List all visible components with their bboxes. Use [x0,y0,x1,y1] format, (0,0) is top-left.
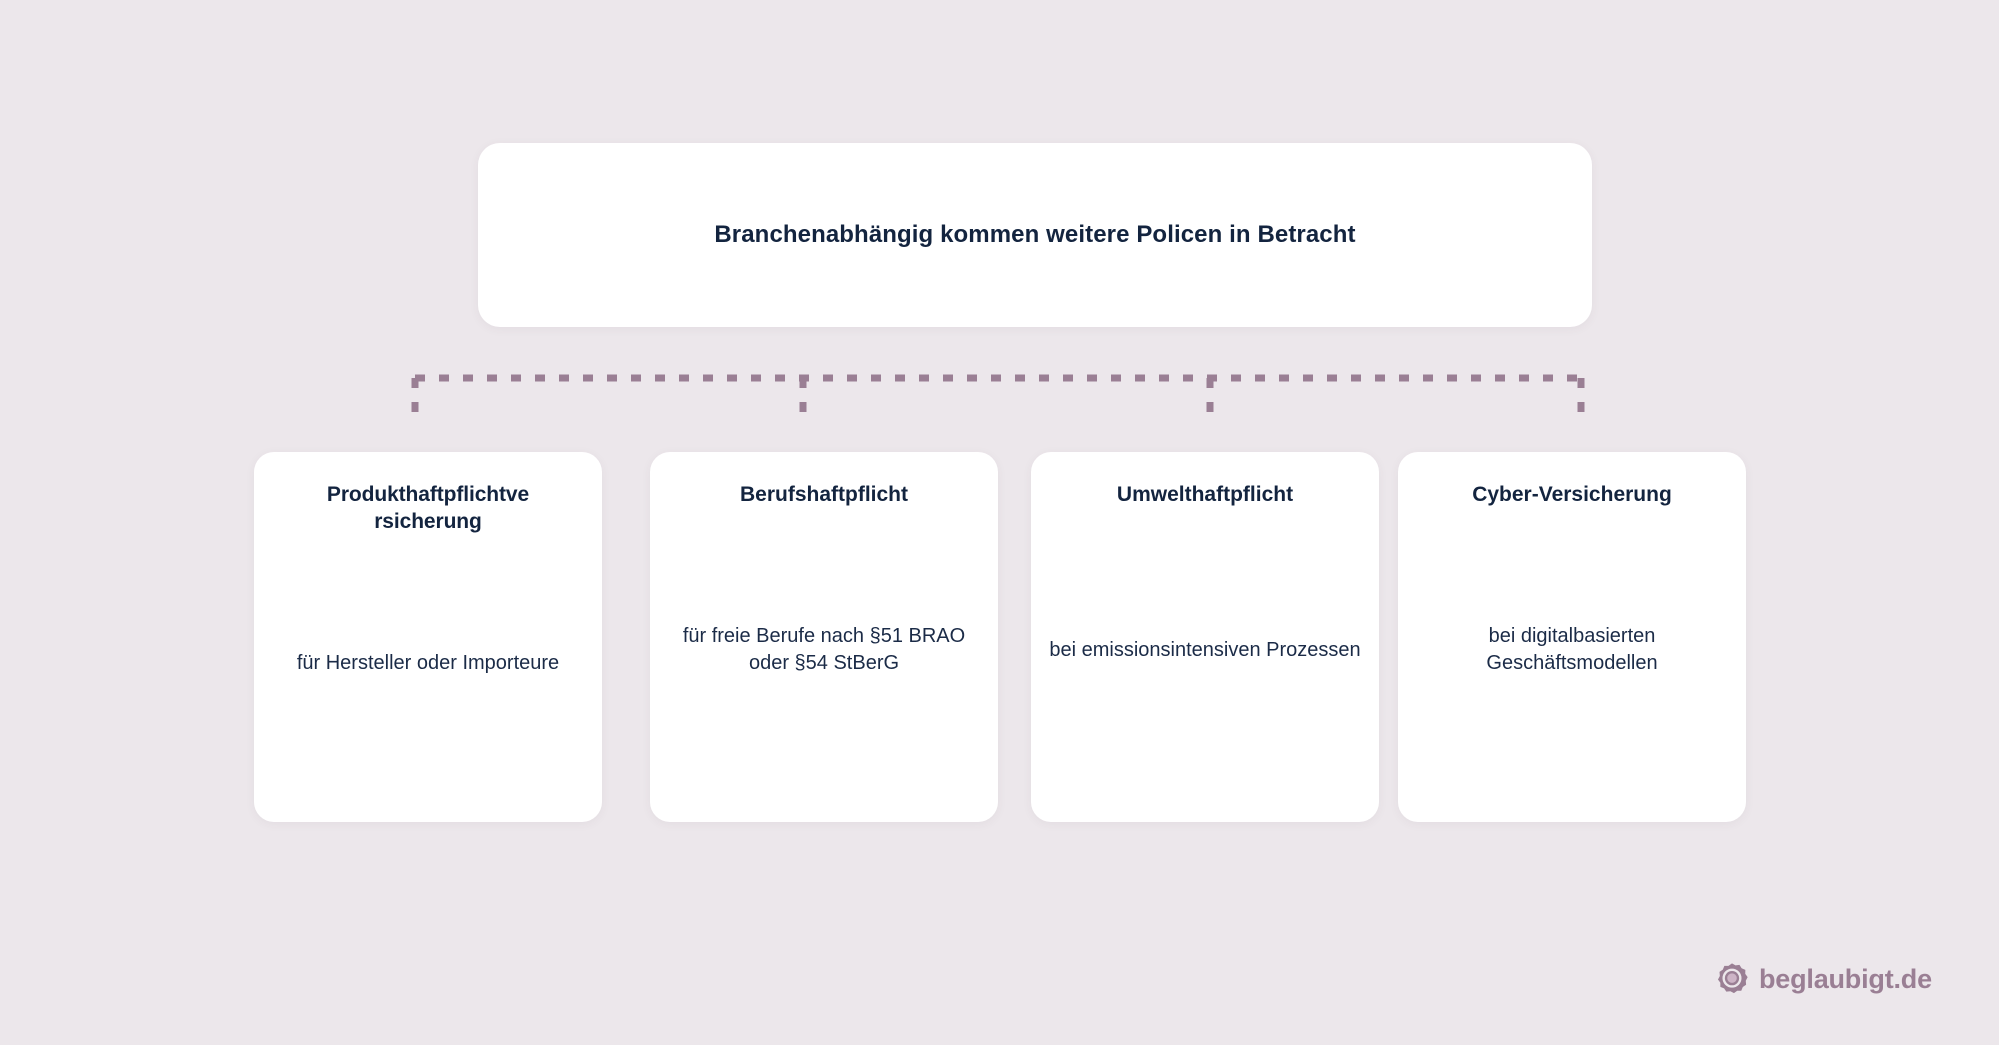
leaf-node-title: Umwelthaftpflicht [1116,483,1294,506]
root-node-title: Branchenabhängig kommen weitere Policen … [714,220,1356,248]
leaf-node-card: Cyber-Versicherung bei digitalbasierten … [1398,452,1746,822]
leaf-node-card: Produkthaftpflichtve rsicherung für Hers… [254,452,602,822]
root-node-card: Branchenabhängig kommen weitere Policen … [478,143,1592,327]
seal-icon [1717,963,1748,994]
leaf-node-description: für freie Berufe nach §51 BRAO oder §54 … [682,625,966,675]
leaf-nodes-row: Produkthaftpflichtve rsicherung für Hers… [254,452,1746,822]
leaf-node-card: Berufshaftpflicht für freie Berufe nach … [650,452,998,822]
leaf-node-description: bei digitalbasierten Geschäftsmodellen [1486,625,1658,675]
leaf-node-description: bei emissionsintensiven Prozessen [1049,638,1361,661]
watermark: beglaubigt.de [1715,962,1932,996]
leaf-node-title: Cyber-Versicherung [1472,483,1672,506]
leaf-node-title: Berufshaftpflicht [740,483,908,506]
leaf-node-title: Produkthaftpflichtve rsicherung [326,483,530,533]
watermark-label: beglaubigt.de [1759,963,1932,994]
leaf-node-description: für Hersteller oder Importeure [296,652,560,675]
leaf-node-card: Umwelthaftpflicht bei emissionsintensive… [1031,452,1379,822]
